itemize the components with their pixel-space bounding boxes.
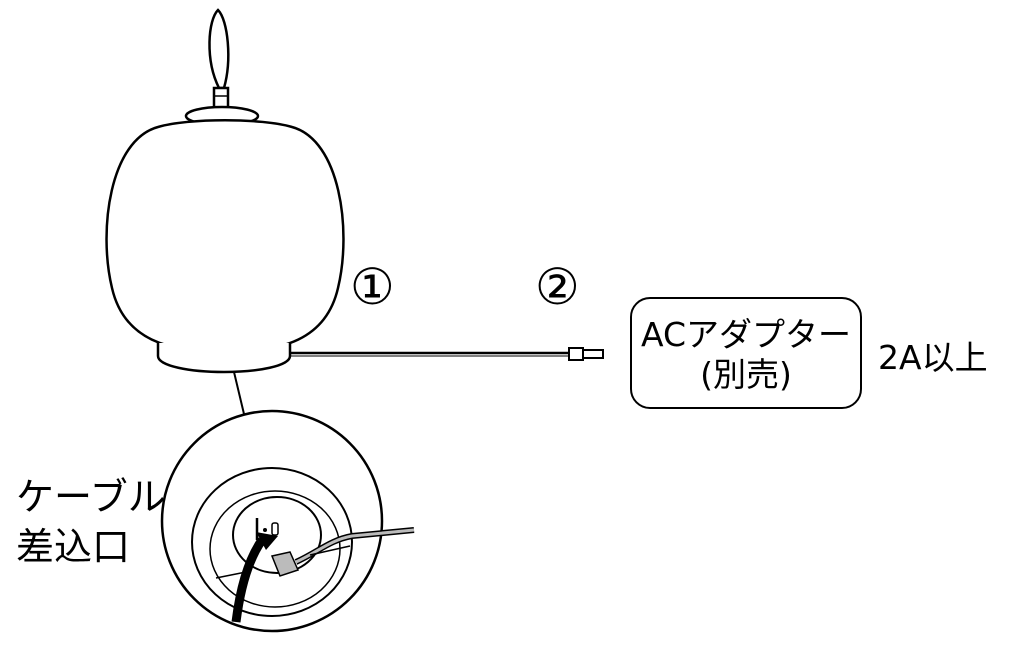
step-2-label: ② (535, 258, 580, 316)
bottom-view-ring (191, 467, 353, 617)
ac-adapter-note: (別売) (700, 355, 792, 394)
cable-port-label-line1: ケーブル (16, 475, 166, 519)
step-1-label: ① (350, 258, 395, 316)
callout-line (233, 371, 245, 415)
port-recess (232, 496, 322, 574)
cable-port-label: ケーブル 差込口 (16, 472, 166, 572)
power-rating-label: 2A以上 (878, 338, 988, 377)
usb-plug (568, 347, 584, 361)
lamp-handle (208, 8, 230, 90)
handle-stem (212, 86, 230, 110)
usb-port (271, 522, 279, 536)
ac-adapter-label: ACアダプター (640, 315, 852, 354)
lamp-base (156, 343, 292, 374)
insert-arrow-shaft (231, 537, 266, 623)
inserted-plug (270, 551, 300, 577)
insert-arrow-head (256, 532, 278, 550)
ac-adapter-box: ACアダプター (別売) (630, 297, 862, 409)
lamp-shade (105, 119, 345, 354)
cable-port-label-line2: 差込口 (16, 525, 131, 569)
